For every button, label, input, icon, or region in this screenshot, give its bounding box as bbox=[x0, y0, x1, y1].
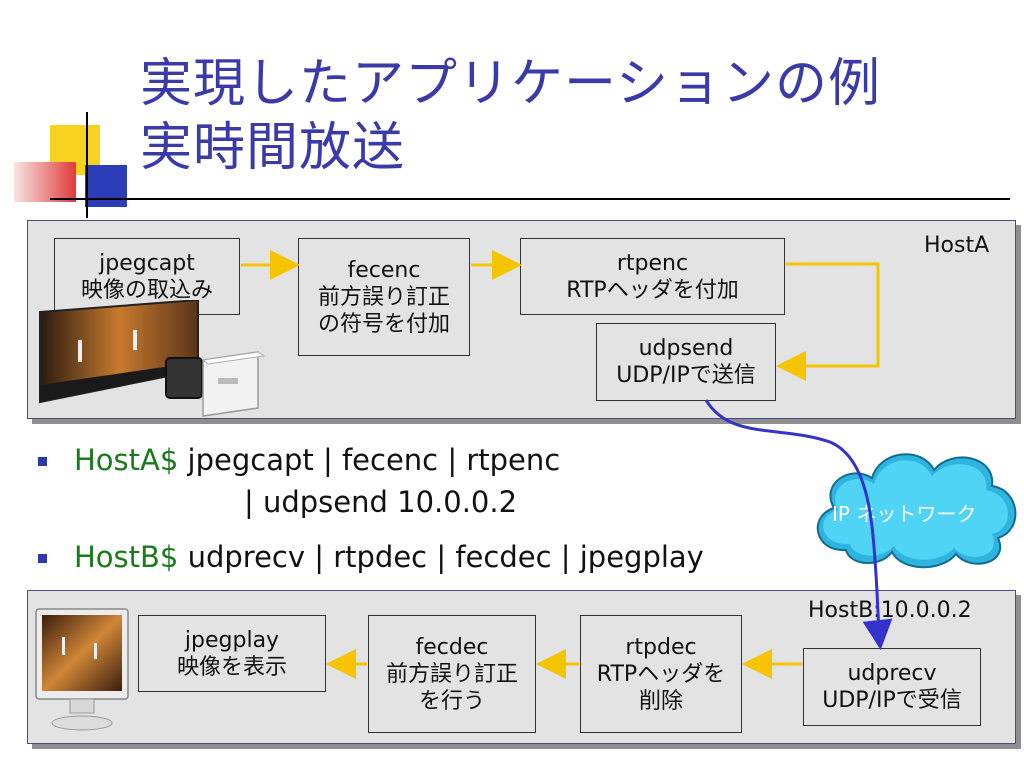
decor-red-square bbox=[14, 162, 76, 202]
network-label: IP ネットワーク bbox=[832, 502, 977, 526]
command-host-b-text: udprecv | rtpdec | fecdec | jpegplay bbox=[178, 540, 704, 574]
node-fecdec: fecdec 前方誤り訂正 を行う bbox=[368, 615, 536, 733]
node-fecenc: fecenc 前方誤り訂正 の符号を付加 bbox=[298, 238, 470, 356]
command-host-a: HostA$ jpegcapt | fecenc | rtpenc bbox=[74, 442, 560, 478]
decor-vertical-line bbox=[86, 112, 88, 218]
command-host-b: HostB$ udprecv | rtpdec | fecdec | jpegp… bbox=[74, 539, 704, 575]
command-host-a-text: jpegcapt | fecenc | rtpenc bbox=[178, 443, 561, 477]
title-line1: 実現したアプリケーションの例 bbox=[140, 54, 881, 114]
page-title: 実現したアプリケーションの例 実時間放送 bbox=[140, 52, 881, 180]
network-cloud-icon bbox=[816, 453, 1017, 569]
title-line2: 実時間放送 bbox=[140, 118, 406, 178]
node-jpegcapt: jpegcapt 映像の取込み bbox=[54, 238, 240, 315]
node-jpegplay: jpegplay 映像を表示 bbox=[138, 615, 326, 692]
decor-horizontal-line bbox=[50, 198, 1010, 200]
bullet-1 bbox=[38, 457, 47, 466]
node-rtpdec: rtpdec RTPヘッダを 削除 bbox=[580, 615, 742, 733]
host-a-label: HostA bbox=[924, 233, 990, 258]
bullet-2 bbox=[38, 554, 47, 563]
node-udprecv: udprecv UDP/IPで受信 bbox=[803, 648, 981, 726]
decor-blue-square bbox=[85, 165, 127, 207]
node-udpsend: udpsend UDP/IPで送信 bbox=[596, 323, 776, 401]
prompt-host-b: HostB$ bbox=[74, 540, 179, 574]
node-rtpenc: rtpenc RTPヘッダを付加 bbox=[520, 238, 785, 315]
prompt-host-a: HostA$ bbox=[74, 443, 179, 477]
arrow-rtpenc-udpsend bbox=[776, 262, 880, 381]
monitor-icon bbox=[35, 608, 129, 731]
video-camera-icon bbox=[39, 300, 266, 417]
command-host-a-continuation: | udpsend 10.0.0.2 bbox=[244, 485, 518, 519]
